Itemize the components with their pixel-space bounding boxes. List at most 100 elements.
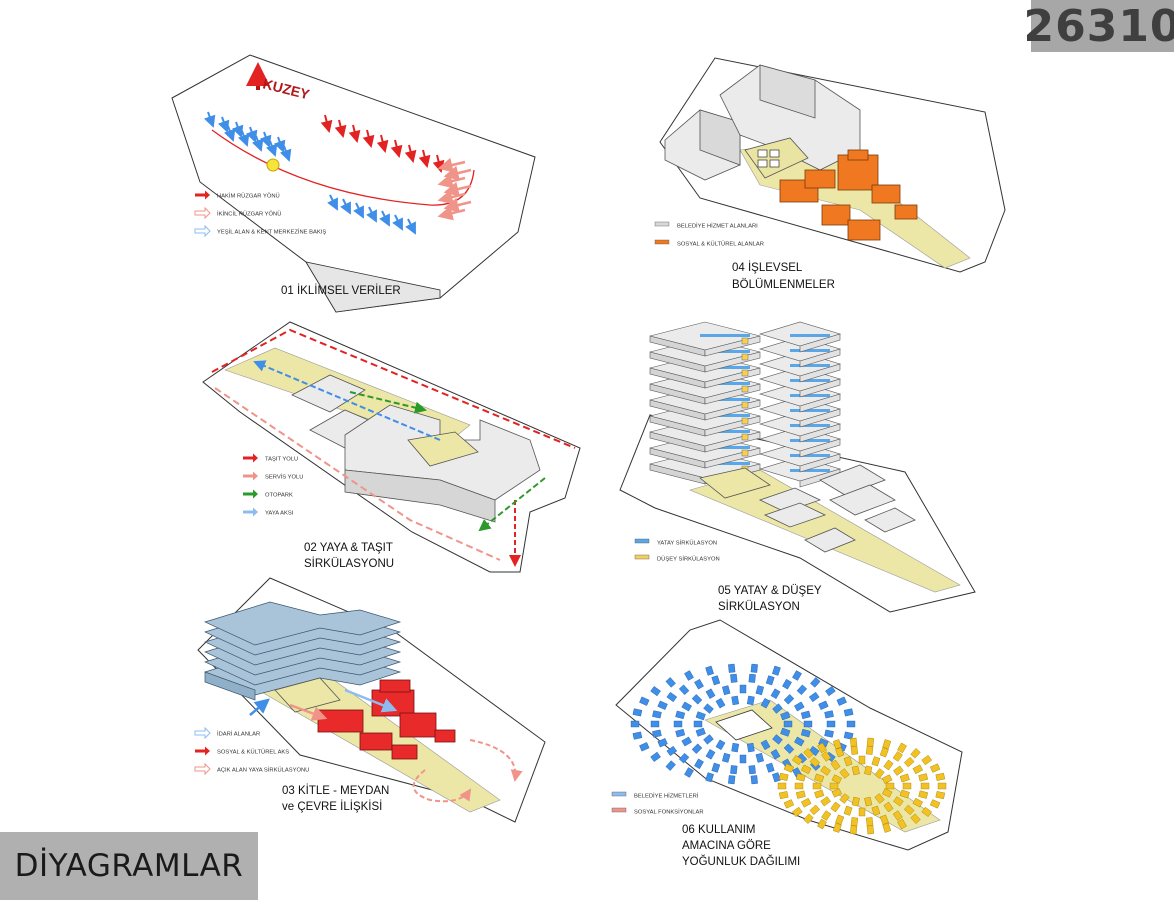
density-block — [929, 799, 941, 809]
density-block — [820, 765, 831, 776]
density-block — [831, 788, 842, 798]
wind-arrow — [418, 149, 431, 168]
legend-d5: YATAY SİRKÜLASYON DÜŞEY SİRKÜLASYON — [634, 538, 720, 563]
sheet-number-badge: 26310 — [1023, 0, 1174, 52]
density-block — [652, 729, 662, 738]
density-block — [794, 701, 805, 712]
density-block — [902, 782, 912, 790]
density-block — [882, 774, 893, 784]
circulation-arrows — [249, 688, 523, 803]
density-block — [912, 764, 924, 775]
density-block — [935, 791, 946, 800]
density-block — [910, 813, 921, 824]
density-block — [864, 765, 873, 776]
density-block — [792, 806, 803, 817]
density-block — [892, 751, 903, 762]
density-block — [778, 791, 789, 800]
density-block — [673, 720, 683, 728]
horizontal-circulation — [790, 349, 830, 352]
density-block — [810, 677, 821, 688]
wind-arrow — [405, 218, 416, 235]
bar-icon — [611, 791, 627, 797]
density-block — [821, 810, 832, 821]
legend-item: BELEDİYE HİZMETLERİ — [611, 791, 699, 800]
density-block — [695, 711, 706, 721]
density-block — [783, 720, 793, 728]
wind-arrow — [320, 114, 333, 133]
density-block — [937, 782, 947, 790]
density-block — [803, 748, 814, 759]
density-block — [899, 789, 910, 799]
density-block — [691, 743, 703, 754]
legend-item: DÜŞEY SİRKÜLASYON — [634, 554, 720, 563]
legend-item: SOSYAL & KÜLTÜREL ALANLAR — [654, 239, 764, 248]
municipal-density-blocks — [630, 663, 856, 785]
density-block — [632, 708, 643, 717]
diagram-title-line: SİRKÜLASYON — [718, 600, 800, 613]
density-block — [705, 688, 716, 699]
bar-icon — [634, 538, 650, 544]
density-block — [695, 727, 706, 737]
arrow-icon — [243, 507, 258, 517]
legend-label: SOSYAL & KÜLTÜREL ALANLAR — [677, 241, 764, 248]
density-block — [912, 797, 924, 808]
density-block — [835, 814, 845, 825]
density-block — [858, 807, 866, 817]
diagram-title: 01 İKLİMSEL VERİLER — [281, 284, 401, 297]
legend-label: İKİNCİL RÜZGAR YÖNÜ — [217, 211, 281, 218]
legend-label: YEŞİL ALAN & KENT MERKEZİNE BAKIŞ — [217, 229, 326, 236]
density-block — [681, 736, 692, 747]
density-block — [739, 684, 747, 694]
vertical-circulation — [741, 433, 749, 441]
legend-label: BELEDİYE HİZMET ALANLARI — [677, 223, 758, 230]
density-block — [783, 743, 795, 754]
horizontal-circulation — [790, 364, 830, 367]
legend-label: YATAY SİRKÜLASYON — [657, 540, 717, 547]
density-block — [778, 772, 789, 781]
arrow-outline-icon — [194, 762, 211, 776]
density-block — [684, 670, 694, 681]
density-block — [879, 747, 889, 758]
municipal-buildings — [664, 64, 861, 181]
sheet-title-badge: DİYAGRAMLAR — [0, 832, 258, 900]
horizontal-circulation — [700, 430, 750, 433]
horizontal-circulation — [700, 446, 750, 449]
vertical-circulation — [741, 353, 749, 361]
density-block — [871, 756, 881, 767]
density-block — [792, 755, 803, 766]
density-block — [746, 742, 755, 753]
density-block — [836, 696, 847, 706]
legend-d4: BELEDİYE HİZMET ALANLARI SOSYAL & KÜLTÜRE… — [654, 221, 764, 248]
wind-arrow — [437, 205, 466, 221]
density-block — [678, 752, 690, 764]
wind-arrow — [390, 139, 403, 158]
legend-label: OTOPARK — [265, 493, 293, 499]
social-density-blocks — [777, 737, 947, 835]
density-block — [897, 742, 907, 754]
wind-arrow — [265, 140, 278, 157]
density-block — [694, 758, 704, 770]
vertical-circulation — [741, 449, 749, 457]
density-block — [760, 739, 771, 751]
density-block — [843, 805, 853, 816]
diagram-title-line: BÖLÜMLENMELER — [732, 279, 835, 291]
diagram-04-functions: BELEDİYE HİZMET ALANLARI SOSYAL & KÜLTÜRE… — [654, 57, 1006, 291]
service-road — [214, 387, 501, 561]
vertical-circulation — [741, 417, 749, 425]
wind-arrow — [379, 210, 390, 227]
density-block — [851, 796, 860, 807]
legend-label: BELEDİYE HİZMETLERİ — [634, 793, 699, 800]
open-area-arrow — [469, 739, 523, 782]
bar-icon — [611, 807, 627, 813]
legend-label: SOSYAL FONKSİYONLAR — [634, 809, 704, 816]
density-block — [817, 742, 827, 754]
density-block — [824, 729, 834, 738]
diagram-title-line: ve ÇEVRE İLİŞKİSİ — [282, 800, 382, 813]
density-block — [746, 695, 755, 706]
density-block — [882, 788, 893, 798]
density-block — [772, 665, 781, 676]
density-block — [765, 762, 775, 773]
